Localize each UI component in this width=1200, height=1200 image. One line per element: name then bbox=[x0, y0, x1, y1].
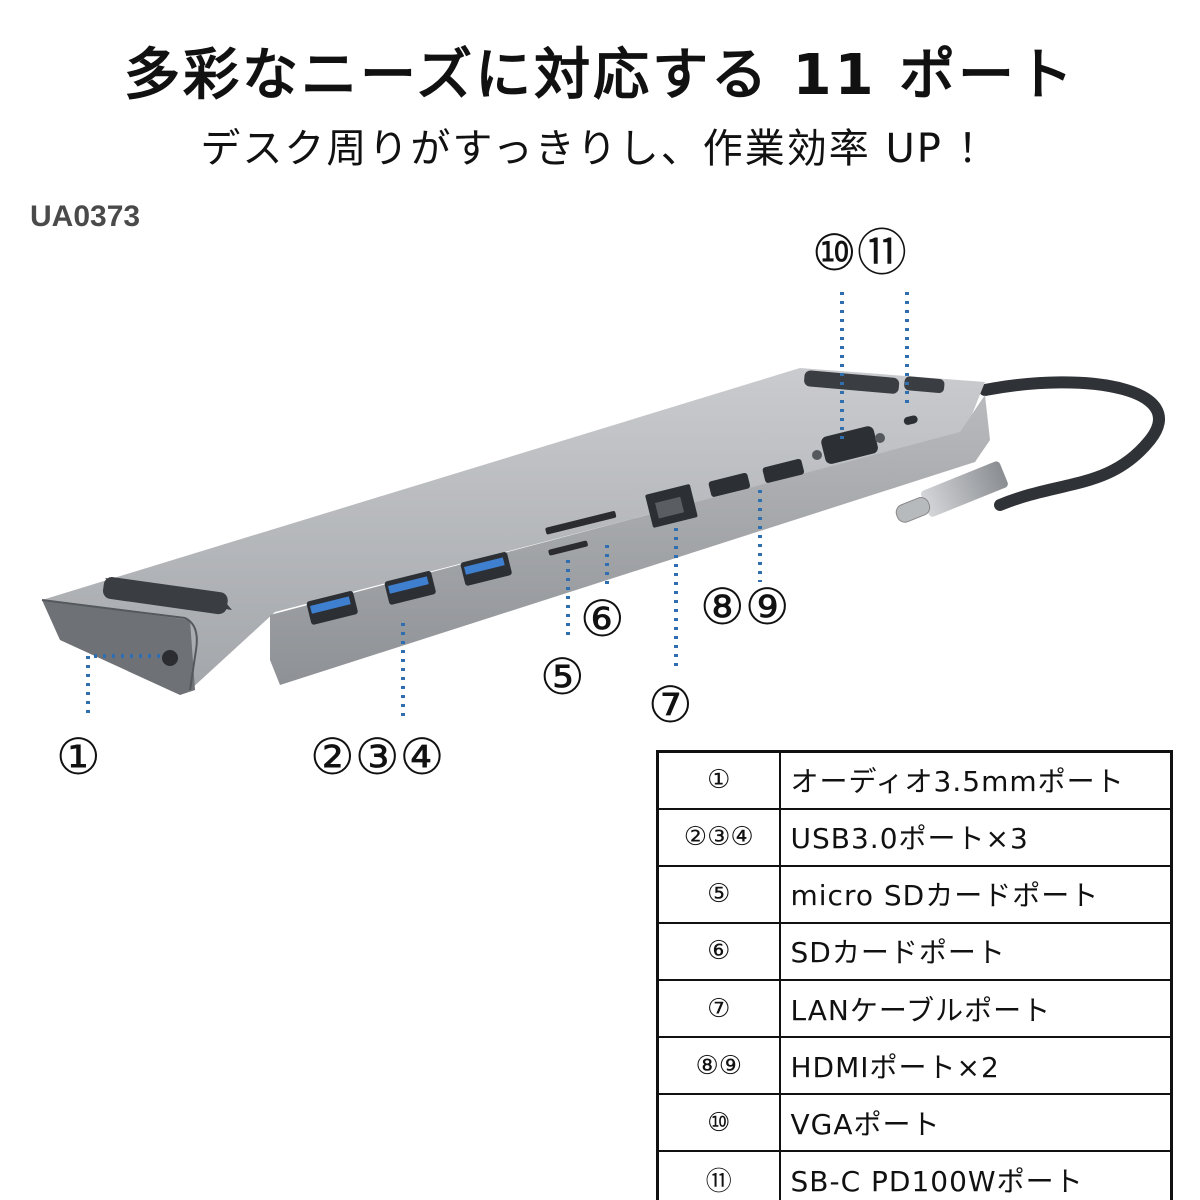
hub-left-end bbox=[42, 600, 195, 695]
hdmi-port-2 bbox=[762, 458, 805, 483]
audio-jack bbox=[162, 650, 178, 666]
table-row: ⑩ VGAポート bbox=[656, 1093, 1173, 1153]
callout-label-5: ⑤ bbox=[540, 648, 585, 706]
sd-card-slot bbox=[545, 511, 617, 535]
callout-label-234: ②③④ bbox=[310, 728, 445, 786]
port-description-cell: USB3.0ポート×3 bbox=[778, 807, 1173, 867]
port-description-cell: LANケーブルポート bbox=[778, 978, 1173, 1039]
table-row: ⑪ SB-C PD100Wポート bbox=[656, 1150, 1173, 1200]
usb-port-3 bbox=[460, 552, 512, 586]
hub-top-surface bbox=[42, 368, 985, 690]
port-number-cell: ②③④ bbox=[656, 807, 781, 867]
port-number-cell: ⑧⑨ bbox=[656, 1036, 781, 1096]
lan-port bbox=[645, 484, 698, 528]
callout-label-89: ⑧⑨ bbox=[700, 578, 790, 636]
vga-port bbox=[812, 426, 885, 464]
table-row: ① オーディオ3.5mmポート bbox=[656, 750, 1173, 810]
port-number-cell: ⑦ bbox=[656, 978, 781, 1039]
usb-port-1 bbox=[306, 591, 358, 625]
port-number-cell: ① bbox=[656, 750, 781, 810]
headline: 多彩なニーズに対応する 11 ポート bbox=[123, 43, 1077, 108]
port-description-cell: SDカードポート bbox=[778, 921, 1173, 982]
table-row: ②③④ USB3.0ポート×3 bbox=[656, 807, 1173, 867]
port-description-cell: オーディオ3.5mmポート bbox=[778, 750, 1173, 810]
callout-label-7: ⑦ bbox=[648, 676, 693, 734]
callout-label-6: ⑥ bbox=[580, 590, 625, 648]
table-row: ⑥ SDカードポート bbox=[656, 921, 1173, 982]
usb-port-2 bbox=[384, 571, 436, 605]
port-description-cell: SB-C PD100Wポート bbox=[778, 1150, 1173, 1200]
port-number-cell: ⑩ bbox=[656, 1093, 781, 1153]
usb-c-cable bbox=[979, 376, 1165, 511]
port-description-cell: VGAポート bbox=[778, 1093, 1173, 1153]
model-number: UA0373 bbox=[30, 200, 141, 233]
table-row: ⑤ micro SDカードポート bbox=[656, 864, 1173, 924]
hdmi-port-1 bbox=[708, 472, 751, 497]
micro-sd-slot bbox=[548, 540, 588, 556]
callout-line-1 bbox=[86, 654, 160, 718]
hub-front-face bbox=[270, 395, 990, 685]
port-number-cell: ⑥ bbox=[656, 921, 781, 982]
callout-label-1011: ⑩⑪ bbox=[812, 224, 907, 282]
usb-c-plug bbox=[895, 461, 1008, 523]
callout-label-1: ① bbox=[56, 728, 101, 786]
port-number-cell: ⑪ bbox=[656, 1150, 781, 1200]
port-description-cell: micro SDカードポート bbox=[778, 864, 1173, 924]
port-description-cell: HDMIポート×2 bbox=[778, 1036, 1173, 1096]
port-number-cell: ⑤ bbox=[656, 864, 781, 924]
table-row: ⑦ LANケーブルポート bbox=[656, 978, 1173, 1039]
usb-c-port bbox=[903, 415, 918, 425]
table-row: ⑧⑨ HDMIポート×2 bbox=[656, 1036, 1173, 1096]
subline: デスク周りがすっきりし、作業効率 UP ！ bbox=[200, 126, 1000, 172]
port-spec-table: ① オーディオ3.5mmポート ②③④ USB3.0ポート×3 ⑤ micro … bbox=[656, 750, 1173, 1200]
